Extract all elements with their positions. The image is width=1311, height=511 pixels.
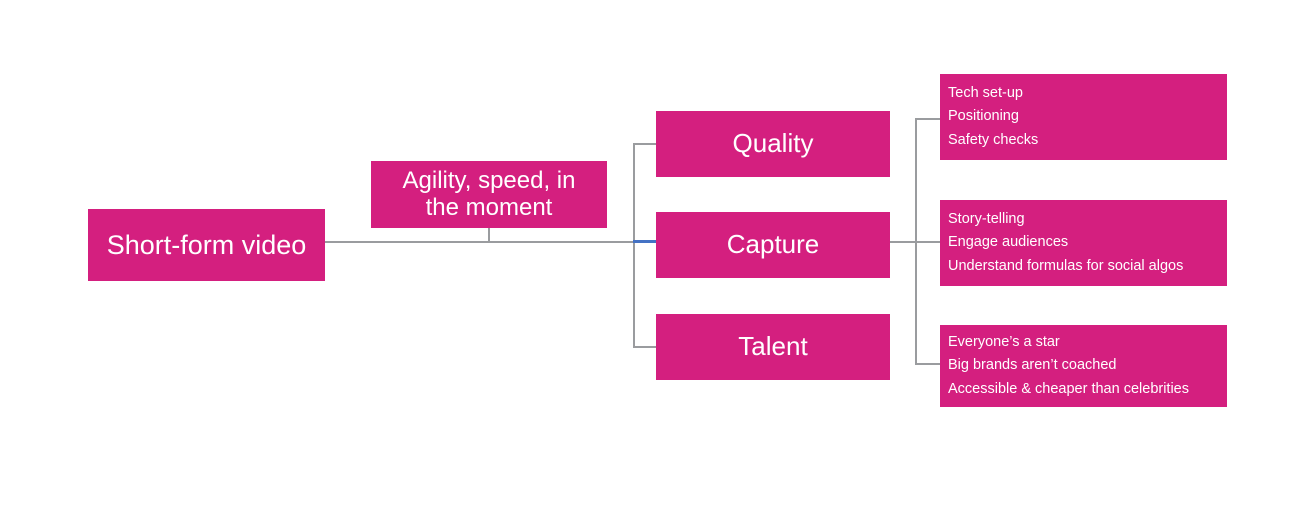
connector-callout-stub [488, 228, 490, 242]
node-root-label: Short-form video [106, 229, 307, 260]
detail-line: Tech set-up [948, 85, 1023, 102]
connector-spine-to-talent [633, 346, 656, 348]
node-branch-capture[interactable]: Capture [656, 212, 890, 278]
node-callout[interactable]: Agility, speed, in the moment [371, 161, 607, 228]
connector-spine-to-capture [633, 240, 656, 243]
connector-root-to-spine [325, 241, 634, 243]
node-details-quality[interactable]: Tech set-up Positioning Safety checks [940, 74, 1227, 160]
node-callout-label: Agility, speed, in the moment [402, 166, 576, 221]
connector-spine-level2 [633, 143, 635, 348]
connector-spine3-to-detail-capture [915, 241, 940, 243]
connector-spine3-to-detail-quality [915, 118, 940, 120]
node-details-talent[interactable]: Everyone’s a star Big brands aren’t coac… [940, 325, 1227, 407]
node-branch-talent-label: Talent [738, 331, 808, 362]
detail-line: Safety checks [948, 131, 1039, 148]
connector-spine-to-quality [633, 143, 656, 145]
detail-line: Understand formulas for social algos [948, 257, 1184, 274]
detail-line: Accessible & cheaper than celebrities [948, 380, 1189, 397]
node-branch-quality[interactable]: Quality [656, 111, 890, 177]
detail-line: Big brands aren’t coached [948, 357, 1117, 374]
detail-line: Everyone’s a star [948, 334, 1060, 351]
node-root[interactable]: Short-form video [88, 209, 325, 281]
node-branch-capture-label: Capture [726, 229, 820, 260]
detail-line: Story-telling [948, 211, 1025, 228]
node-branch-quality-label: Quality [732, 128, 814, 159]
detail-line: Engage audiences [948, 234, 1069, 251]
detail-line: Positioning [948, 108, 1019, 125]
node-branch-talent[interactable]: Talent [656, 314, 890, 380]
connector-spine3-to-detail-talent [915, 363, 940, 365]
node-details-capture[interactable]: Story-telling Engage audiences Understan… [940, 200, 1227, 286]
